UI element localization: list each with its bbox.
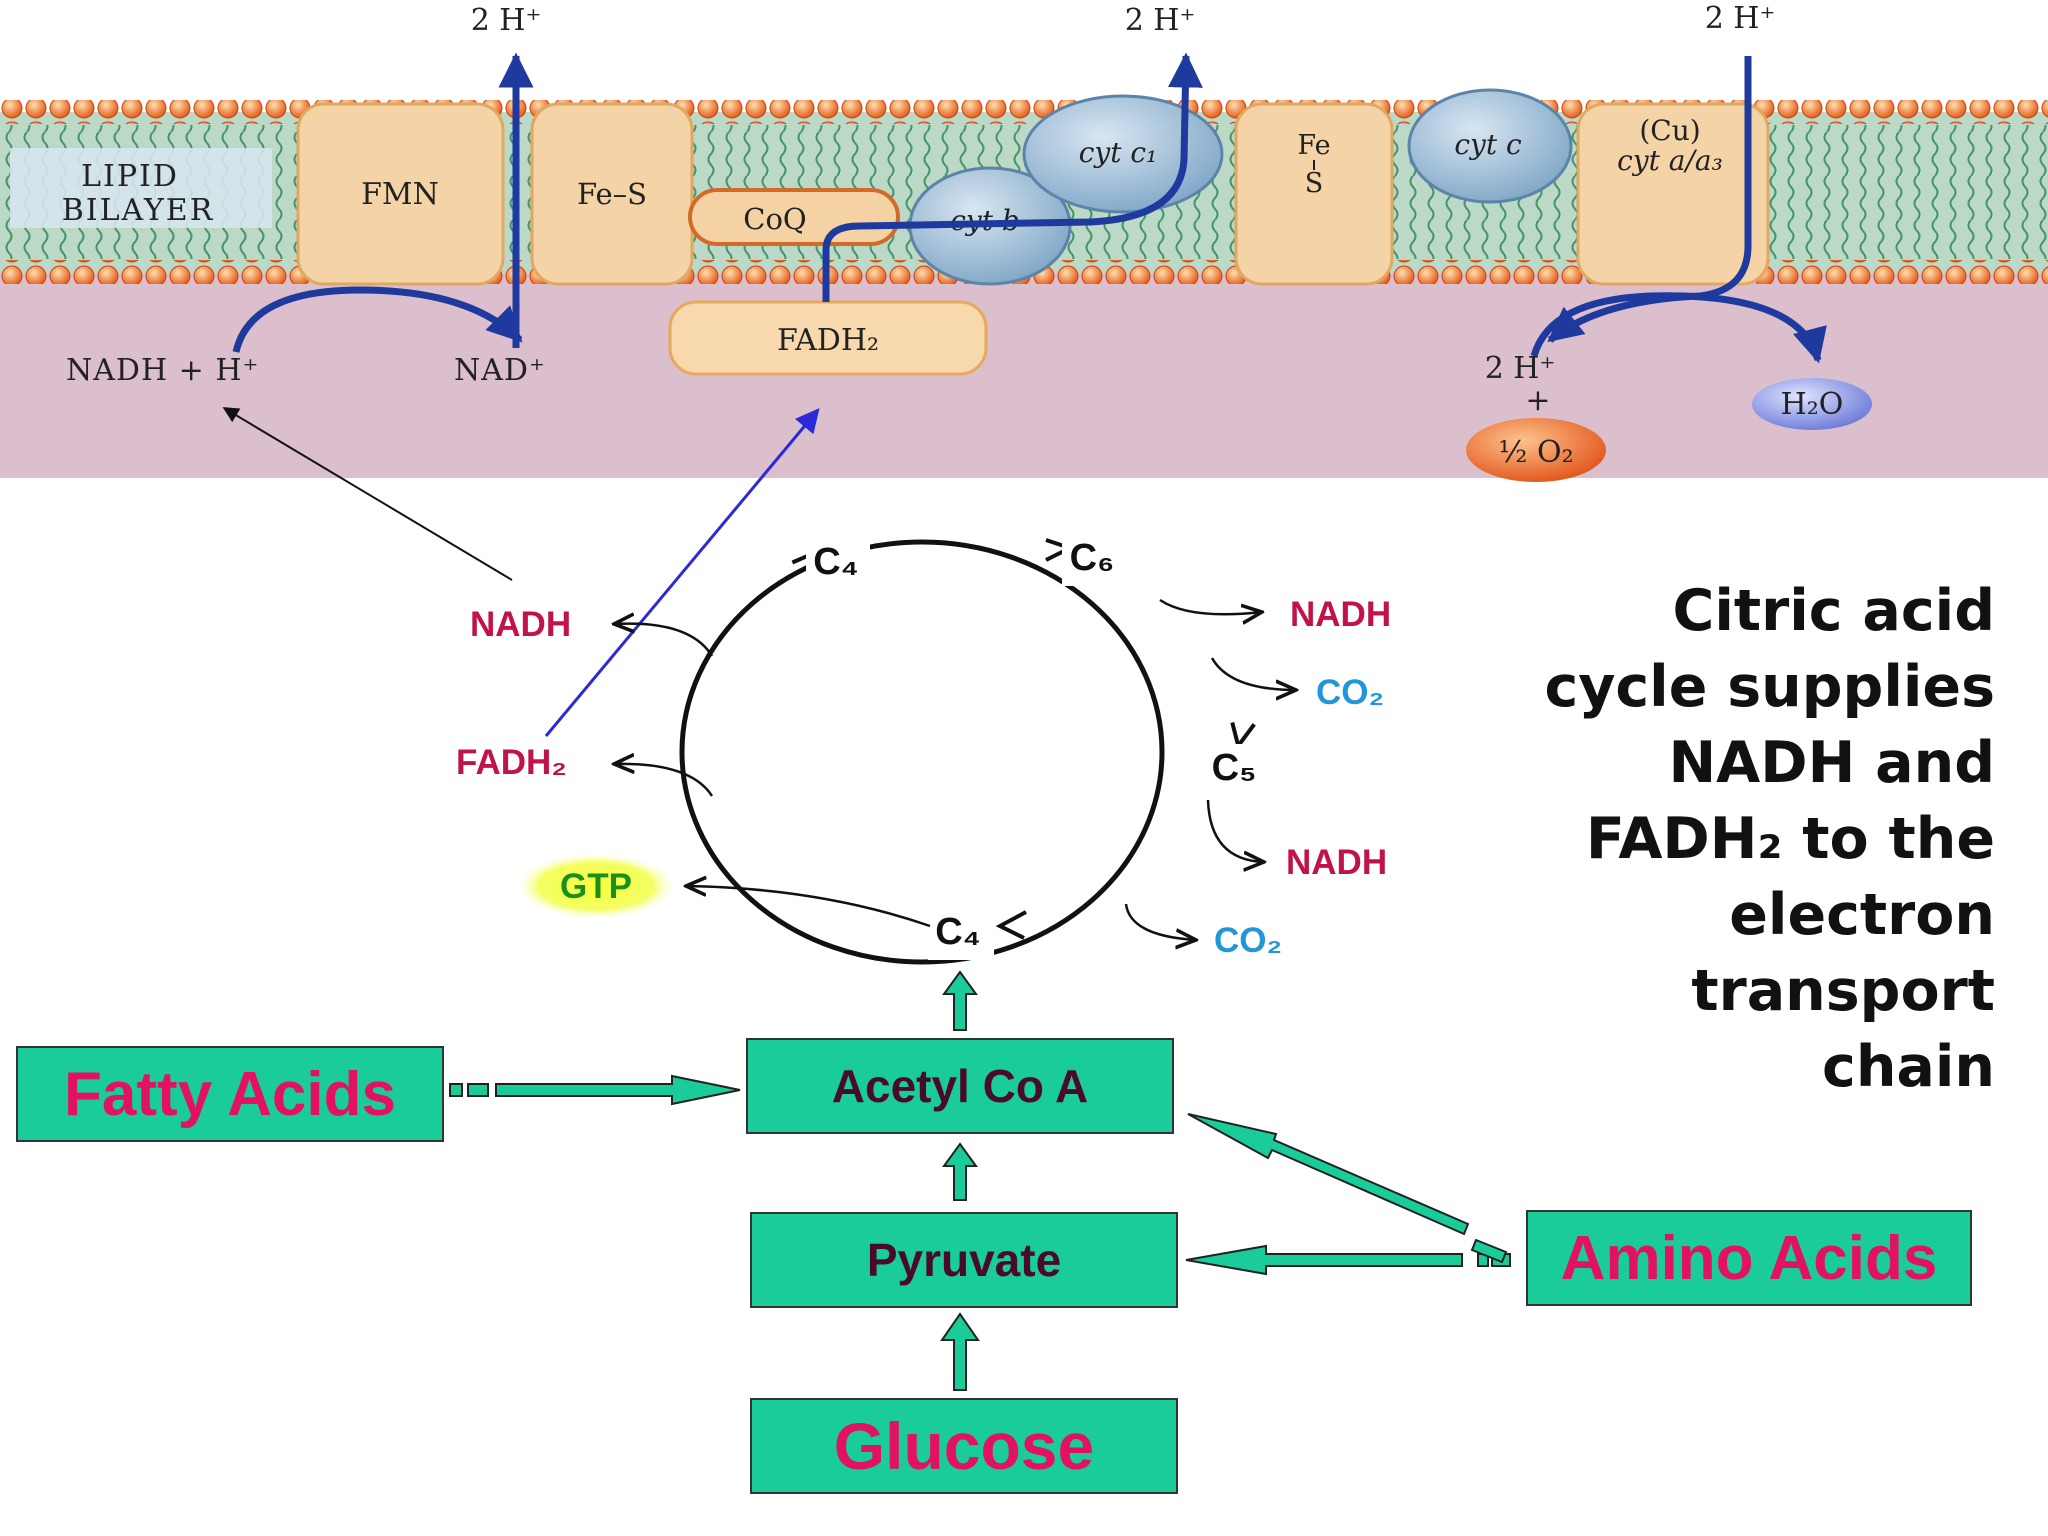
- membrane-panel: LIPID BILAYER FMN Fe–S CoQ cyt b cyt c₁ …: [0, 0, 2048, 482]
- pyruvate-box: Pyruvate: [750, 1212, 1178, 1308]
- nadh-left: NADH: [470, 605, 571, 644]
- cyt-c1-label: cyt c₁: [1079, 136, 1158, 169]
- gtp-label: GTP: [560, 867, 632, 906]
- half-o2-ball: [1466, 418, 1606, 482]
- amino-acids-box: Amino Acids: [1526, 1210, 1972, 1306]
- cyt-a-a3-label: cyt a/a₃: [1617, 144, 1723, 177]
- h2o-ball: [1752, 378, 1872, 430]
- glucose-box: Glucose: [750, 1398, 1178, 1494]
- h2o-label: H₂O: [1781, 387, 1844, 422]
- electron-path-h2o: [1530, 292, 1827, 364]
- proton-output-3: 2 H⁺: [1705, 1, 1776, 36]
- c4-top-node: C₄: [813, 541, 859, 583]
- amino-acids-label: Amino Acids: [1560, 1223, 1938, 1293]
- pyruvate-to-acetyl-arrow: [942, 1142, 978, 1201]
- fe-s-label-2-top: Fe: [1297, 130, 1330, 161]
- lipid-label-line2: BILAYER: [62, 193, 215, 228]
- c4-bottom-node: C₄: [935, 911, 981, 953]
- two-h-plus-label: 2 H⁺: [1485, 351, 1556, 386]
- acetyl-coa-label: Acetyl Co A: [831, 1060, 1089, 1112]
- nadh-right-2: NADH: [1286, 843, 1387, 882]
- fe-s-label-2-bottom: S: [1305, 168, 1324, 199]
- fe-s-complex-1: [530, 102, 694, 286]
- cyt-a-a3-complex: [1576, 102, 1770, 286]
- flow-arrows: [449, 970, 1511, 1391]
- lipid-label-line1: LIPID: [81, 159, 179, 194]
- cyt-c1-complex: [1022, 94, 1224, 214]
- fmn-complex: [296, 102, 505, 286]
- fe-s-label-1: Fe–S: [577, 177, 647, 211]
- cyt-c-complex: [1407, 88, 1573, 204]
- matrix-region: [0, 270, 2048, 478]
- cycle-ring: [679, 539, 1165, 965]
- citric-acid-cycle: C₄ C₆ C₅ C₄ NADH CO₂ NADH CO₂ NADH FADH₂…: [456, 532, 1391, 965]
- co2-right-1: CO₂: [1316, 673, 1384, 712]
- fatty-acids-label: Fatty Acids: [64, 1059, 396, 1129]
- amino-to-pyruvate-arrow: [1185, 1244, 1463, 1276]
- half-o2-label: ½ O₂: [1498, 435, 1573, 470]
- cyt-c-label: cyt c: [1454, 128, 1522, 161]
- fadh2-matrix-label: FADH₂: [777, 323, 879, 358]
- nadh-right-1: NADH: [1290, 595, 1391, 634]
- amino-to-acetyl-arrow: [1187, 1113, 1470, 1236]
- coq-label: CoQ: [743, 202, 806, 236]
- fadh2-to-etc-arrow: [544, 408, 820, 737]
- fe-s-complex-2: [1234, 102, 1394, 286]
- electron-path-nadh: [232, 286, 523, 353]
- nad-plus-label: NAD⁺: [454, 353, 546, 388]
- c6-node: C₆: [1070, 537, 1115, 579]
- nadh-h-label: NADH + H⁺: [66, 353, 259, 388]
- fatty-acids-box: Fatty Acids: [16, 1046, 444, 1142]
- fadh2-left: FADH₂: [456, 743, 567, 782]
- plus-label: +: [1525, 383, 1550, 418]
- c5-node: C₅: [1212, 747, 1257, 789]
- proton-output-2: 2 H⁺: [1125, 3, 1196, 38]
- acetyl-to-cycle-arrow: [942, 970, 978, 1031]
- gtp-glow: [514, 852, 678, 920]
- cu-label: (Cu): [1639, 114, 1700, 147]
- glucose-label: Glucose: [833, 1409, 1095, 1483]
- fmn-label: FMN: [361, 177, 439, 212]
- cycle-caption: Citric acid cycle supplies NADH and FADH…: [1544, 578, 1995, 1100]
- acetyl-coa-box: Acetyl Co A: [746, 1038, 1174, 1134]
- fatty-acids-to-acetyl-arrow: [495, 1074, 741, 1106]
- co2-right-2: CO₂: [1214, 921, 1282, 960]
- glucose-to-pyruvate-arrow: [940, 1312, 980, 1391]
- electron-path-cytb: [822, 52, 1203, 302]
- nadh-to-etc-arrow: [222, 407, 513, 581]
- pyruvate-label: Pyruvate: [866, 1234, 1062, 1286]
- proton-output-1: 2 H⁺: [471, 3, 542, 38]
